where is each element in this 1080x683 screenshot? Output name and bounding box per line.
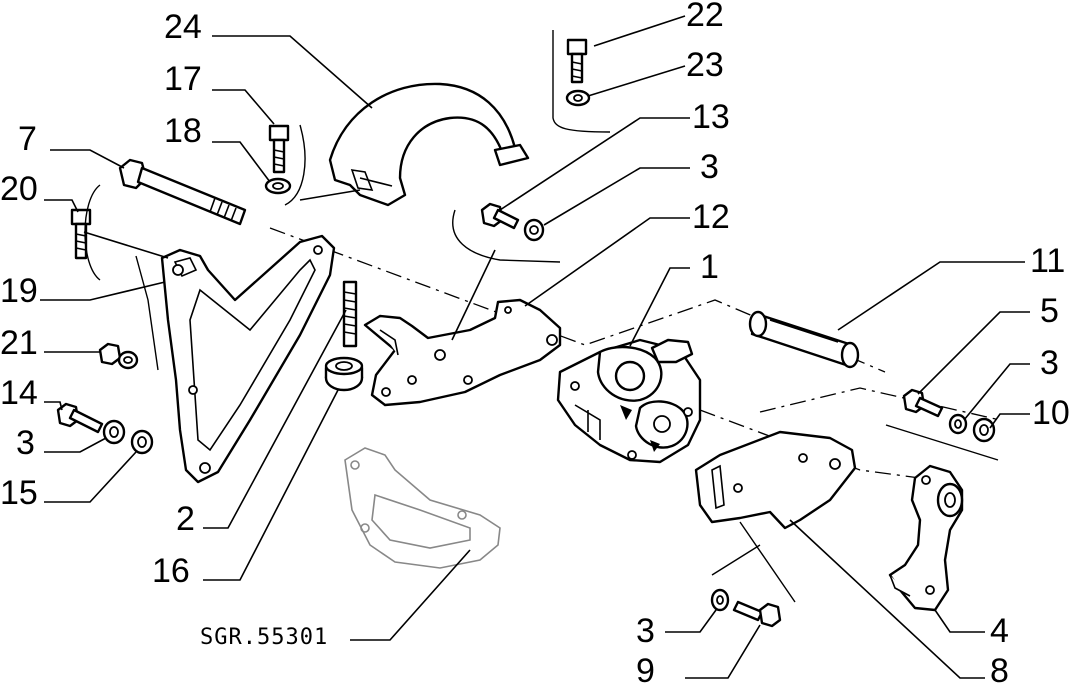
part-3-washer-left <box>102 419 126 445</box>
part-18-washer <box>264 177 292 195</box>
leader-3d <box>665 609 717 633</box>
part-3-washer-mid <box>523 218 545 242</box>
bracket-3-9 <box>711 521 796 603</box>
part-24-cover <box>328 82 530 207</box>
leader-15 <box>44 451 137 503</box>
leader-3c <box>963 363 1030 421</box>
leader-lines <box>40 15 1030 679</box>
leader-11 <box>837 261 1025 331</box>
part-19-main-bracket <box>160 234 336 484</box>
leader-18 <box>212 141 271 183</box>
leader-20 <box>44 199 79 213</box>
callout-3b: 3 <box>700 148 719 186</box>
part-8-plate-bracket <box>694 430 857 530</box>
part-4-link-bracket <box>888 464 964 612</box>
reference-code: SGR.55301 <box>200 625 328 650</box>
part-2-stud <box>342 280 358 348</box>
bracket-13-3 <box>452 209 561 263</box>
part-16-bushing <box>324 356 364 392</box>
part-3-washer-right <box>948 413 968 435</box>
part-20-bolt <box>70 208 92 260</box>
leader-3a <box>44 437 107 453</box>
callout-2: 2 <box>176 500 195 538</box>
callout-9: 9 <box>636 652 655 683</box>
part-10-washer <box>972 417 996 443</box>
callout-13: 13 <box>692 98 730 136</box>
part-9-bolt <box>732 600 782 628</box>
leader-12 <box>524 217 690 307</box>
leader-24 <box>212 35 373 109</box>
leader-19 <box>40 281 166 301</box>
part-5-bolt <box>902 388 944 418</box>
leader-2 <box>203 309 347 529</box>
bracket-21 <box>135 255 159 371</box>
bracket-22-23 <box>552 30 611 133</box>
leader-13 <box>499 117 690 211</box>
callout-3d: 3 <box>636 612 655 650</box>
axis-line-upper <box>269 227 886 373</box>
leader-4 <box>934 609 985 633</box>
callout-10: 10 <box>1032 394 1070 432</box>
callout-19: 19 <box>0 272 38 310</box>
part-23-washer <box>565 89 591 107</box>
leader-5 <box>917 311 1030 395</box>
leader-code <box>350 549 471 641</box>
callout-3c: 3 <box>1040 344 1059 382</box>
callout-5: 5 <box>1040 292 1059 330</box>
axis-line-right <box>759 387 1001 421</box>
part-7-long-bolt <box>118 158 247 226</box>
ghost-bracket-reference <box>344 447 501 569</box>
callout-15: 15 <box>0 474 38 512</box>
callout-1: 1 <box>700 248 719 286</box>
part-12-pump-bracket <box>363 298 562 407</box>
leader-17 <box>212 89 275 125</box>
part-21-nut <box>98 342 139 370</box>
callout-18: 18 <box>164 112 202 150</box>
part-22-bolt <box>566 38 588 84</box>
callout-20: 20 <box>0 170 38 208</box>
callout-8: 8 <box>990 652 1009 683</box>
part-11-sleeve <box>748 310 860 369</box>
bracket-17-18 <box>284 124 306 206</box>
part-13-bolt <box>480 202 520 230</box>
leader-14 <box>44 401 63 411</box>
axis-line-lower <box>699 409 936 481</box>
leader-20-ref <box>83 231 169 259</box>
grouping-brackets <box>84 30 999 603</box>
callout-7: 7 <box>18 120 37 158</box>
part-15-washer <box>130 429 154 455</box>
callout-3a: 3 <box>16 424 35 462</box>
leader-3b <box>543 167 690 226</box>
callout-16: 16 <box>152 552 190 590</box>
callout-17: 17 <box>164 60 202 98</box>
leader-9 <box>685 624 761 679</box>
bracket-5-3-10 <box>885 424 999 461</box>
leader-10 <box>989 413 1030 429</box>
leader-22 <box>593 15 686 47</box>
callout-4: 4 <box>990 612 1009 650</box>
callout-12: 12 <box>692 198 730 236</box>
leader-7 <box>50 149 125 169</box>
leader-24-ref <box>299 189 361 201</box>
part-1-steering-pump <box>556 338 702 464</box>
callout-24: 24 <box>164 8 202 46</box>
leader-8 <box>789 519 985 679</box>
callout-14: 14 <box>0 374 38 412</box>
part-14-bolt <box>56 402 104 434</box>
part-3-washer-bottom <box>710 588 730 612</box>
callout-21: 21 <box>0 324 38 362</box>
callout-23: 23 <box>686 46 724 84</box>
callout-11: 11 <box>1030 242 1065 280</box>
part-17-bolt <box>268 124 290 174</box>
leader-16 <box>203 389 339 581</box>
leader-23 <box>587 65 686 97</box>
leader-12-inner <box>451 249 496 341</box>
callout-22: 22 <box>686 0 724 34</box>
leader-1 <box>629 267 690 347</box>
